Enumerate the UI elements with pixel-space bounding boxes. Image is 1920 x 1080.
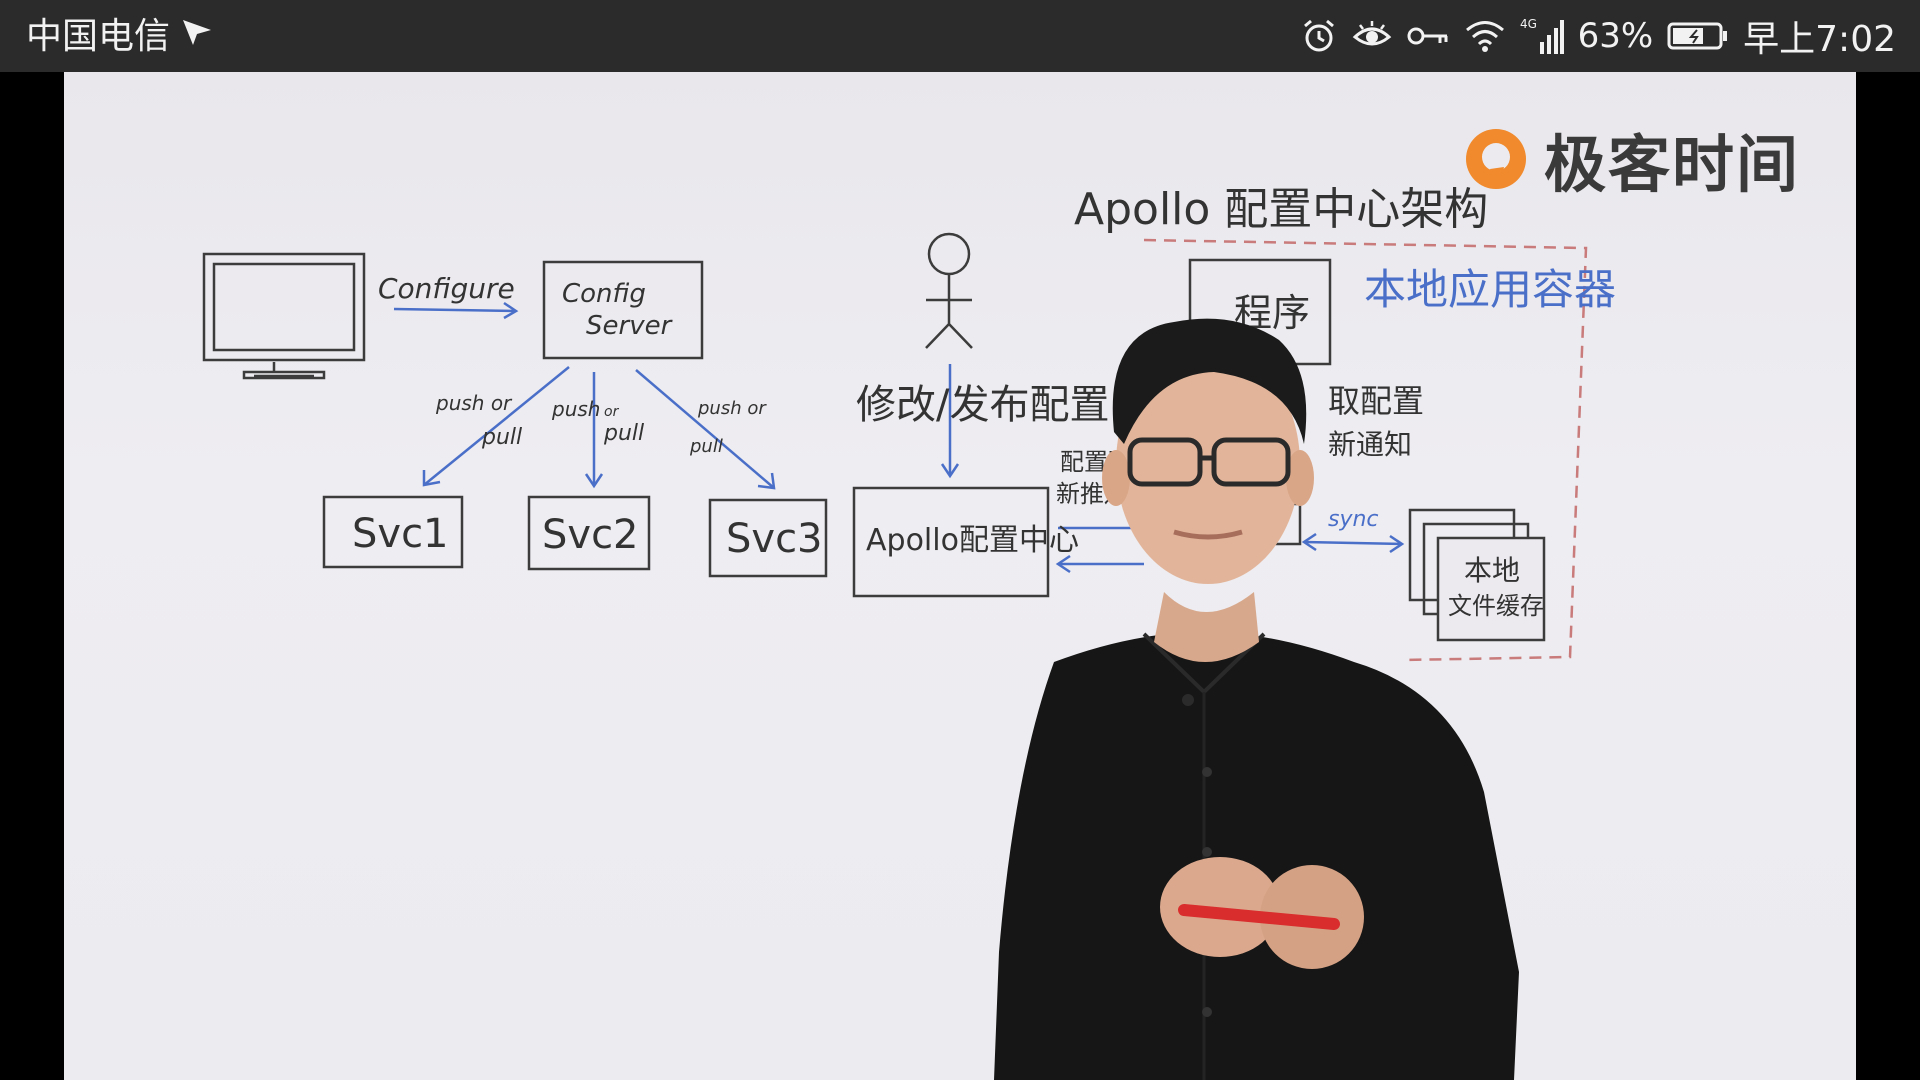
svc1-label: Svc1 [352, 511, 449, 557]
config-server-box [542, 260, 704, 360]
geektime-logo-icon [1465, 129, 1526, 189]
battery-percent: 63% [1577, 16, 1654, 56]
geektime-logo: 极客时间 [1460, 114, 1800, 204]
svc3-label: Svc3 [726, 516, 823, 562]
send-icon [180, 14, 214, 59]
right-diagram-text: Apollo 配置中心架构 修改/发布配置 Apollo配置中心 配置更 新推送… [856, 184, 1616, 620]
sync-arrow [1303, 540, 1403, 546]
apollo-config-center-box [852, 486, 1050, 598]
monitor-icon [202, 252, 366, 380]
svc2-label: Svc2 [542, 512, 639, 558]
right-diagram [852, 232, 1588, 662]
status-icons: 4G 63% 早上7:02 [1300, 12, 1896, 60]
push-pull-arrow-1 [423, 366, 570, 486]
pen [1178, 904, 1340, 930]
edge-label-2c: pull [603, 421, 644, 446]
network-type-label: 4G [1520, 17, 1537, 31]
clock: 早上7:02 [1743, 19, 1896, 60]
carrier-info: 中国电信 [26, 14, 214, 59]
lapel-microphone [1182, 694, 1194, 706]
carrier-name: 中国电信 [26, 15, 171, 57]
svc1-box [322, 495, 464, 569]
alarm-icon [1300, 17, 1338, 55]
sync-label: sync [1328, 507, 1379, 532]
left-diagram-text: Configure Config Server push or pull pus… [352, 272, 823, 562]
left-diagram [202, 252, 828, 578]
wifi-icon [1464, 18, 1506, 54]
local-file-cache-box [1436, 536, 1546, 642]
container-label: 本地应用容器 [1364, 265, 1616, 314]
edge-label-3a: push or [697, 398, 767, 419]
fetch-label-line2: 新通知 [1328, 428, 1412, 461]
eye-icon [1352, 19, 1392, 53]
whiteboard-title: Apollo 配置中心架构 [1074, 184, 1488, 235]
logo-text: 极客时间 [1543, 128, 1800, 201]
action-label: 修改/发布配置 [856, 382, 1109, 428]
edge-label-1b: pull [481, 425, 522, 450]
video-player[interactable]: Configure Config Server push or pull pus… [0, 72, 1920, 1080]
edge-label-1a: push or [435, 391, 513, 415]
video-frame[interactable]: Configure Config Server push or pull pus… [64, 72, 1856, 1080]
local-container-border [1143, 238, 1588, 662]
push-pull-arrow-3 [635, 369, 775, 489]
edge-label-2b: or [604, 404, 620, 420]
edge-label-2a: push [551, 397, 600, 421]
whiteboard: Configure Config Server push or pull pus… [202, 184, 1616, 662]
edge-label-3b: pull [689, 436, 723, 457]
presenter-person [994, 318, 1519, 1080]
signal-icon: 4G [1520, 16, 1564, 56]
cache-label-line2: 文件缓存 [1448, 592, 1544, 620]
user-figure-icon [925, 232, 973, 349]
cache-label-line1: 本地 [1464, 554, 1520, 587]
configure-arrow [393, 307, 517, 313]
status-bar: 中国电信 4G 63% 早上7: [0, 0, 1920, 72]
fetch-label-line1: 取配置 [1328, 382, 1424, 420]
key-icon [1406, 21, 1450, 51]
apollo-box-label: Apollo配置中心 [866, 523, 1079, 558]
svc2-box [527, 495, 651, 571]
config-server-line2: Server [586, 311, 674, 341]
configure-label: Configure [378, 272, 515, 305]
svc3-box [708, 498, 828, 578]
battery-icon [1667, 21, 1729, 51]
config-server-line1: Config [562, 279, 646, 309]
